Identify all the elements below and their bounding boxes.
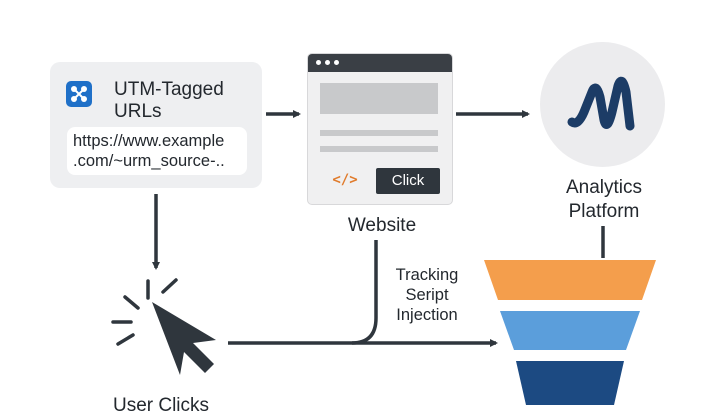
code-tag-icon: </>	[332, 172, 358, 188]
tracking-script-label: Tracking Seript Injection	[395, 266, 459, 324]
window-dot-icon	[334, 60, 339, 65]
click-button[interactable]: Click	[376, 168, 440, 194]
url-text: https://www.example .com/~urm_source-..	[73, 131, 248, 171]
diagram-connectors	[111, 110, 656, 405]
cursor-click-icon	[111, 278, 216, 375]
funnel-tier-bottom	[516, 361, 624, 405]
funnel-tier-middle	[500, 311, 640, 350]
url-line-1: https://www.example	[73, 132, 225, 150]
network-logo-icon	[66, 81, 92, 107]
flow-diagram: UTM-Tagged URLs https://www.example .com…	[50, 42, 665, 416]
analytics-platform-label: Analytics Platform	[565, 177, 643, 222]
window-dot-icon	[325, 60, 330, 65]
url-line-2: .com/~urm_source-..	[73, 152, 225, 170]
waveform-icon	[567, 76, 635, 131]
funnel-tier-top	[484, 260, 656, 300]
analytics-circle	[540, 42, 665, 167]
website-label: Website	[347, 215, 417, 236]
window-dot-icon	[316, 60, 321, 65]
placeholder-text-line	[320, 146, 438, 152]
placeholder-text-line	[320, 130, 438, 136]
browser-title-bar	[308, 54, 452, 72]
placeholder-image-block	[320, 83, 438, 114]
utm-card-title: UTM-Tagged URLs	[114, 79, 224, 122]
url-box	[67, 127, 247, 175]
connector-website-to-flow	[351, 240, 378, 345]
user-clicks-label: User Clicks	[112, 395, 210, 416]
